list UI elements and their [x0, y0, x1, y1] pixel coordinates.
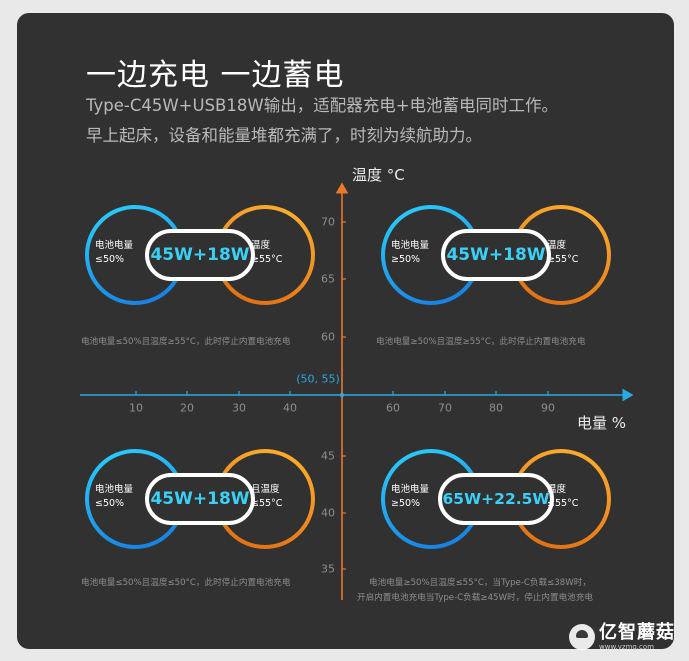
quadrant-bottom-left: 45W+18W 电池电量≤50% 且温度≤55°C: [85, 449, 315, 549]
power-badge: 45W+18W: [145, 473, 255, 525]
temperature-condition: 温度≥55°C: [547, 240, 579, 265]
subtitle-line-1: Type-C45W+USB18W输出，适配器充电+电池蓄电同时工作。: [86, 96, 559, 115]
quadrant-caption: 电池电量≥50%且温度≤55°C，当Type-C负载≤38W时，: [369, 578, 591, 588]
battery-condition: 电池电量≤50%: [95, 240, 134, 265]
x-tick-label: 80: [489, 401, 503, 415]
x-tick-label: 60: [386, 401, 400, 415]
x-tick-label: 30: [232, 401, 246, 415]
temperature-condition: 温度≤55°C: [547, 484, 579, 509]
y-tick-marks: [342, 221, 346, 570]
quadrant-caption: 电池电量≤50%且温度≤50°C，此时停止内置电池充电: [81, 578, 291, 588]
y-tick-label: 45: [321, 449, 335, 463]
quadrant-caption: 电池电量≤50%且温度≥55°C，此时停止内置电池充电: [81, 337, 291, 347]
x-axis-title: 电量 %: [577, 414, 627, 432]
quadrant-top-left: 45W+18W 电池电量≤50% 温度≥55°C: [85, 205, 315, 305]
battery-condition: 电池电量≤50%: [95, 484, 134, 509]
quadrant-caption-2: 开启内置电池充电当Type-C负载≥45W时，停止内置电池充电: [357, 593, 593, 603]
power-badge: 45W+18W: [441, 229, 551, 281]
origin-dot: [339, 392, 345, 398]
x-tick-label: 40: [283, 401, 297, 415]
quadrant-bottom-right: 65W+22.5W 电池电量≥50% 温度≤55°C: [381, 449, 611, 549]
mushroom-logo-icon: [569, 624, 595, 650]
quadrant-caption: 电池电量≥50%且温度≥55°C，此时停止内置电池充电: [376, 337, 586, 347]
x-tick-label: 20: [180, 401, 194, 415]
y-tick-label: 35: [321, 562, 335, 576]
y-tick-label: 70: [321, 215, 335, 229]
page-title: 一边充电 一边蓄电: [86, 58, 345, 93]
y-tick-label: 60: [321, 330, 335, 344]
quadrant-top-right: 45W+18W 电池电量≥50% 温度≥55°C: [381, 205, 611, 305]
battery-condition: 电池电量≥50%: [391, 240, 430, 265]
y-tick-label: 65: [321, 272, 335, 286]
x-tick-label: 70: [438, 401, 452, 415]
y-tick-label: 40: [321, 506, 335, 520]
power-badge: 45W+18W: [145, 229, 255, 281]
watermark-url: www.yzmg.com: [599, 643, 655, 651]
temperature-condition: 温度≥55°C: [251, 240, 283, 265]
watermark-name: 亿智蘑菇: [599, 622, 675, 643]
x-tick-marks: [135, 391, 549, 398]
watermark: 亿智蘑菇 www.yzmg.com: [569, 623, 675, 651]
battery-condition: 电池电量≥50%: [391, 484, 430, 509]
power-badge: 65W+22.5W: [438, 473, 554, 525]
x-tick-label: 10: [129, 401, 143, 415]
x-tick-label: 90: [541, 401, 555, 415]
subtitle-line-2: 早上起床，设备和能量堆都充满了，时刻为续航助力。: [86, 126, 482, 145]
origin-label: (50, 55): [296, 372, 340, 386]
y-axis-title: 温度 °C: [352, 166, 405, 184]
temperature-condition: 且温度≤55°C: [251, 484, 283, 509]
